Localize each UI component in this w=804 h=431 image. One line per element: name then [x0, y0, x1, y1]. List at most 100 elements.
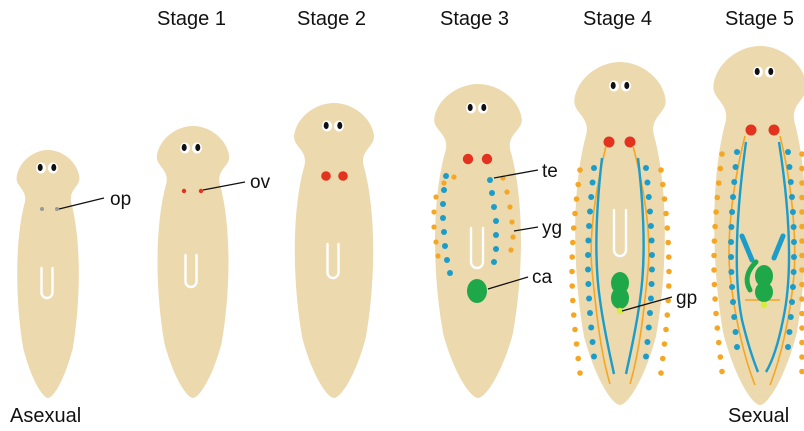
- testis-3-R1: [489, 190, 495, 196]
- testis-5-L8: [728, 269, 734, 275]
- op-label: op: [110, 189, 131, 210]
- yolk-5-L15: [719, 369, 725, 375]
- testis-5-R11: [788, 314, 794, 320]
- testis-4-L4: [586, 223, 592, 229]
- testis-3-L6: [444, 257, 450, 263]
- testis-4-L5: [585, 238, 591, 244]
- eye-pupil-asexual-0: [38, 164, 43, 171]
- testis-5-L4: [729, 209, 735, 215]
- te-label: te: [542, 161, 558, 182]
- eye-pupil-stage2-0: [324, 122, 329, 129]
- yolk-4-R13: [660, 356, 666, 362]
- testis-5-R1: [786, 164, 792, 170]
- testis-5-R6: [791, 239, 797, 245]
- yolk-4-L8: [569, 283, 575, 289]
- yolk-4-L7: [569, 269, 575, 275]
- testis-4-L13: [591, 354, 597, 360]
- yolk-4-R1: [660, 182, 666, 188]
- testis-4-L0: [591, 165, 597, 171]
- testis-3-R5: [493, 246, 499, 252]
- testis-5-L13: [734, 344, 740, 350]
- testis-4-R3: [647, 209, 653, 215]
- yolk-5-L9: [712, 282, 718, 288]
- gp-label: gp: [676, 288, 697, 309]
- testis-3-R3: [493, 218, 499, 224]
- yolk-4-L0: [577, 167, 583, 173]
- testis-4-R1: [644, 180, 650, 186]
- worm-body-asexual: [17, 150, 80, 398]
- testis-4-R5: [649, 238, 655, 244]
- worm-body-stage4: [574, 62, 665, 405]
- ovary-2-1: [321, 171, 331, 181]
- yolk-5-L4: [713, 209, 719, 215]
- yolk-4-R12: [662, 341, 668, 347]
- yolk-4-R5: [665, 240, 671, 246]
- testis-5-L7: [728, 254, 734, 260]
- testis-5-R9: [790, 284, 796, 290]
- testis-4-L12: [590, 339, 596, 345]
- yolk-3-R4: [510, 234, 515, 239]
- testis-3-L0: [443, 173, 449, 179]
- yg-label: yg: [542, 218, 562, 239]
- ovary-2-2: [338, 171, 348, 181]
- testis-4-R6: [649, 252, 655, 258]
- yolk-3-L5: [433, 239, 438, 244]
- testis-4-R0: [643, 165, 649, 171]
- yolk-4-R2: [662, 196, 668, 202]
- yolk-5-R15: [799, 369, 804, 375]
- testis-5-R5: [791, 224, 797, 230]
- yolk-5-L5: [712, 224, 718, 230]
- yolk-4-L14: [577, 370, 583, 376]
- ovary-5-2: [769, 125, 780, 136]
- ovary-3-1: [463, 154, 473, 164]
- optic-dot-2: [55, 207, 59, 211]
- yolk-5-L8: [711, 267, 717, 273]
- yolk-5-L3: [714, 195, 720, 201]
- testis-4-L9: [586, 296, 592, 302]
- testis-4-R7: [649, 267, 655, 273]
- yolk-5-L14: [718, 354, 724, 360]
- yolk-5-L6: [712, 238, 718, 244]
- yolk-3-L4: [431, 224, 436, 229]
- yolk-3-L0: [451, 174, 456, 179]
- eye-pupil-stage4-0: [611, 82, 616, 89]
- yolk-3-R1: [504, 189, 509, 194]
- ov-label: ov: [250, 172, 271, 193]
- worm-bodies: [17, 46, 804, 405]
- testis-5-L10: [730, 299, 736, 305]
- yolk-4-L3: [572, 211, 578, 217]
- testis-5-L1: [733, 164, 739, 170]
- testis-5-L12: [733, 329, 739, 335]
- copulatory-4-b: [611, 287, 629, 309]
- yolk-5-L1: [718, 166, 724, 172]
- yolk-5-L12: [714, 325, 720, 331]
- yolk-4-R6: [666, 254, 672, 260]
- yolk-4-R7: [666, 269, 672, 275]
- yolk-4-R14: [658, 370, 664, 376]
- copulatory-5-b: [755, 282, 773, 302]
- eye-pupil-stage3-0: [468, 104, 473, 111]
- testis-5-R10: [789, 299, 795, 305]
- testis-5-L2: [731, 179, 737, 185]
- testis-5-L0: [734, 149, 740, 155]
- testis-5-R4: [790, 209, 796, 215]
- yolk-4-L5: [570, 240, 576, 246]
- testis-5-R8: [791, 269, 797, 275]
- worm-body-stage1: [157, 126, 229, 398]
- yolk-5-L7: [711, 253, 717, 259]
- yolk-3-R5: [508, 247, 513, 252]
- ovary-3-2: [482, 154, 492, 164]
- yolk-4-L6: [569, 254, 575, 260]
- eye-pupil-asexual-1: [51, 164, 56, 171]
- yolk-3-L1: [441, 180, 446, 185]
- yolk-4-R8: [666, 283, 672, 289]
- yolk-4-L4: [571, 225, 577, 231]
- testis-4-L1: [590, 180, 596, 186]
- ovary-dot-1: [182, 189, 186, 193]
- yolk-4-L2: [574, 196, 580, 202]
- yolk-5-R13: [799, 340, 804, 346]
- yolk-4-R4: [664, 225, 670, 231]
- testis-5-R12: [786, 329, 792, 335]
- testis-4-R13: [643, 354, 649, 360]
